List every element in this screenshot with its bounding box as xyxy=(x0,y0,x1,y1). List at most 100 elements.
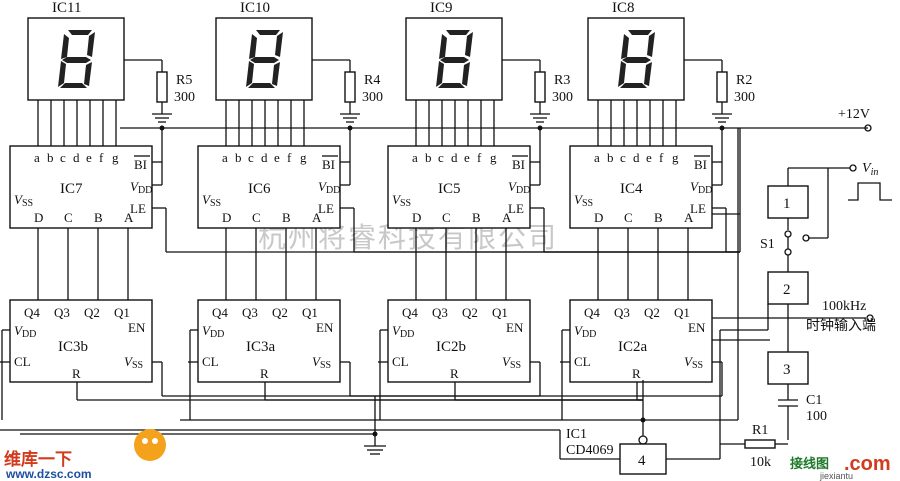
segment-pin: c xyxy=(620,150,626,165)
segment-pin: d xyxy=(73,150,80,165)
svg-text:R2: R2 xyxy=(736,73,752,88)
display-label: IC10 xyxy=(240,0,270,16)
le-pin: LE xyxy=(130,201,146,216)
clock-desc: 时钟输入端 xyxy=(806,317,876,334)
r-pin: R xyxy=(260,366,269,381)
decoder-input-pin: B xyxy=(94,210,103,225)
svg-text:2: 2 xyxy=(783,282,791,298)
decoder-input-pin: D xyxy=(594,210,603,225)
decoder-label: IC6 xyxy=(248,181,271,197)
decoder-input-pin: C xyxy=(442,210,451,225)
svg-text:www.dzsc.com: www.dzsc.com xyxy=(5,467,92,481)
switch-label: S1 xyxy=(760,237,775,252)
decoder-input-pin: C xyxy=(624,210,633,225)
digit-column-3: IC9 R3 xyxy=(405,0,573,146)
svg-text:300: 300 xyxy=(362,90,383,105)
resistor-r4: R4 300 xyxy=(312,59,383,123)
decoder-input-pin: A xyxy=(312,210,322,225)
decoder-input-pin: C xyxy=(64,210,73,225)
segment-pin: b xyxy=(235,150,242,165)
le-pin: LE xyxy=(318,201,334,216)
svg-text:R4: R4 xyxy=(364,73,380,88)
vdd-pin: VDD xyxy=(318,179,340,196)
vdd-pin: VDD xyxy=(202,323,224,340)
svg-text:100: 100 xyxy=(806,409,827,424)
cl-pin: CL xyxy=(392,354,409,369)
segment-pin: a xyxy=(34,150,40,165)
decoder-input-pin: A xyxy=(502,210,512,225)
svg-text:.com: .com xyxy=(844,453,891,475)
counter-output-pin: Q2 xyxy=(84,305,100,320)
supply-rail: +12V xyxy=(120,107,872,132)
le-pin: LE xyxy=(508,201,524,216)
svg-text:300: 300 xyxy=(552,90,573,105)
vss-pin: VSS xyxy=(574,192,593,209)
decoder-input-pin: D xyxy=(34,210,43,225)
counter-label: IC2b xyxy=(436,339,466,355)
decoder-input-pin: D xyxy=(222,210,231,225)
bi-pin: BI xyxy=(694,157,707,172)
svg-text:4: 4 xyxy=(638,453,646,469)
en-pin: EN xyxy=(316,320,334,335)
segment-pin: f xyxy=(477,150,482,165)
display-label: IC8 xyxy=(612,0,635,16)
segment-pin: c xyxy=(248,150,254,165)
counter-output-pin: Q3 xyxy=(432,305,448,320)
counter-output-pin: Q3 xyxy=(614,305,630,320)
vin-label: Vin xyxy=(862,161,878,178)
segment-pin: e xyxy=(86,150,92,165)
counter-output-pin: Q2 xyxy=(272,305,288,320)
counter-output-pin: Q1 xyxy=(114,305,130,320)
svg-text:10k: 10k xyxy=(750,455,771,470)
segment-pin: b xyxy=(47,150,54,165)
segment-pin: a xyxy=(222,150,228,165)
svg-text:IC1: IC1 xyxy=(566,427,587,442)
segment-pin: g xyxy=(300,150,307,165)
segment-pin: d xyxy=(633,150,640,165)
segment-pin: f xyxy=(287,150,292,165)
svg-text:300: 300 xyxy=(174,90,195,105)
digit-column-4: IC8 R2 xyxy=(587,0,755,146)
digit-8-icon xyxy=(436,30,473,88)
gate-2 xyxy=(767,271,809,305)
counter-output-pin: Q4 xyxy=(584,305,600,320)
vss-pin: VSS xyxy=(124,354,143,371)
svg-text:jiexiantu: jiexiantu xyxy=(819,471,853,481)
resistor-r1 xyxy=(744,439,776,449)
counter-output-pin: Q1 xyxy=(674,305,690,320)
bi-pin: BI xyxy=(322,157,335,172)
resistor-r2: R2 300 xyxy=(684,59,755,123)
clock-freq: 100kHz xyxy=(822,299,866,314)
segment-pin: g xyxy=(490,150,497,165)
segment-pin: a xyxy=(412,150,418,165)
vdd-pin: VDD xyxy=(690,179,712,196)
decoder-input-pin: A xyxy=(124,210,134,225)
counter-output-pin: Q3 xyxy=(54,305,70,320)
segment-pin: a xyxy=(594,150,600,165)
segment-pin: f xyxy=(99,150,104,165)
counter-label: IC3a xyxy=(246,339,276,355)
svg-text:3: 3 xyxy=(783,362,791,378)
vdd-pin: VDD xyxy=(14,323,36,340)
resistor-r3: R3 300 xyxy=(502,59,573,123)
bi-pin: BI xyxy=(512,157,525,172)
digit-column-1: IC11 R5 xyxy=(27,0,195,146)
display-label: IC11 xyxy=(52,0,81,16)
digit-8-icon xyxy=(58,30,95,88)
svg-text:R5: R5 xyxy=(176,73,192,88)
le-pin: LE xyxy=(690,201,706,216)
segment-pin: d xyxy=(261,150,268,165)
vdd-pin: VDD xyxy=(392,323,414,340)
vss-pin: VSS xyxy=(502,354,521,371)
counter-output-pin: Q2 xyxy=(462,305,478,320)
cl-pin: CL xyxy=(202,354,219,369)
supply-label: +12V xyxy=(838,107,870,122)
counter-output-pin: Q4 xyxy=(24,305,40,320)
jiexiantu-logo: 接线图 .com jiexiantu xyxy=(790,453,891,481)
r-pin: R xyxy=(72,366,81,381)
svg-text:接线图: 接线图 xyxy=(790,456,829,472)
